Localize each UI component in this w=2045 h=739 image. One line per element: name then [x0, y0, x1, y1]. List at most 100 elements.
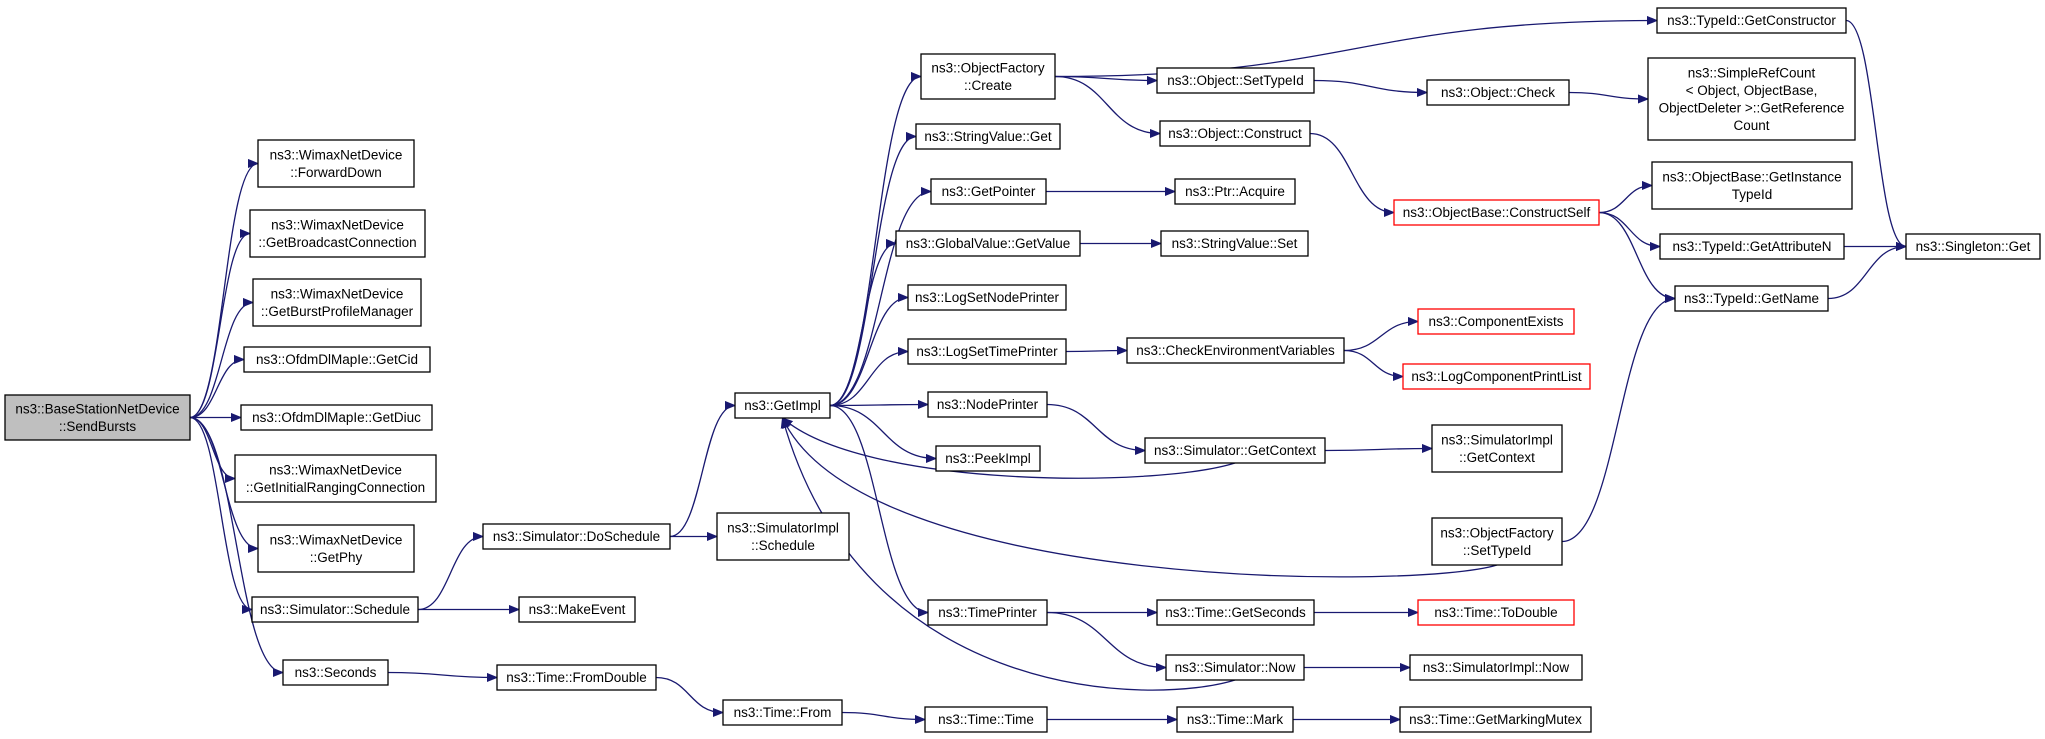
edge-checkenv-to-logcomplist	[1343, 349, 1403, 377]
node-obconstructself[interactable]: ns3::ObjectBase::ConstructSelf	[1393, 199, 1600, 226]
node-makeevent[interactable]: ns3::MakeEvent	[518, 596, 636, 623]
edge-line	[1568, 91, 1648, 100]
node-getpointer[interactable]: ns3::GetPointer	[930, 178, 1047, 205]
node-box	[722, 699, 843, 726]
edge-root-to-simsched	[189, 416, 253, 610]
node-ptracquire[interactable]: ns3::Ptr::Acquire	[1174, 178, 1296, 205]
edge-line	[829, 244, 897, 407]
node-label: ns3::WimaxNetDevice	[269, 462, 402, 477]
node-label: ns3::TimePrinter	[938, 605, 1037, 620]
node-label: ns3::SimulatorImpl::Now	[1423, 660, 1570, 675]
edge-line	[189, 416, 253, 610]
node-timetime[interactable]: ns3::Time::Time	[924, 706, 1048, 733]
node-label: ::ForwardDown	[290, 165, 382, 180]
node-getphy[interactable]: ns3::WimaxNetDevice::GetPhy	[257, 524, 415, 573]
node-tidgetctor[interactable]: ns3::TypeId::GetConstructor	[1656, 7, 1847, 34]
edge-line	[1065, 351, 1127, 352]
node-label: ::GetBroadcastConnection	[258, 235, 416, 250]
node-label: TypeId	[1732, 187, 1773, 202]
node-objsettid[interactable]: ns3::Object::SetTypeId	[1156, 67, 1315, 94]
edge-tidgetname-to-singletonget	[1827, 247, 1906, 300]
node-simimplgetctx[interactable]: ns3::SimulatorImpl::GetContext	[1431, 424, 1563, 473]
node-logcomplist[interactable]: ns3::LogComponentPrintList	[1402, 363, 1591, 390]
node-nodeprinter[interactable]: ns3::NodePrinter	[927, 391, 1048, 418]
node-dosched[interactable]: ns3::Simulator::DoSchedule	[482, 523, 671, 550]
node-singletonget[interactable]: ns3::Singleton::Get	[1905, 233, 2041, 260]
edge-tidgetctor-to-singletonget	[1845, 19, 1907, 247]
node-box	[251, 596, 419, 623]
node-label: ns3::ObjectFactory	[1440, 525, 1554, 540]
node-tidgetattrn[interactable]: ns3::TypeId::GetAttributeN	[1659, 233, 1845, 260]
node-label: ns3::GetPointer	[942, 184, 1036, 199]
node-ofsettid[interactable]: ns3::ObjectFactory::SetTypeId	[1431, 517, 1563, 566]
edge-timeprinter-to-simnow	[1046, 611, 1166, 668]
node-box	[927, 599, 1048, 626]
node-burstpm[interactable]: ns3::WimaxNetDevice::GetBurstProfileMana…	[252, 278, 422, 327]
node-box	[1165, 654, 1305, 681]
edge-simgetctx-to-simimplgetctx	[1324, 449, 1432, 451]
node-timemark[interactable]: ns3::Time::Mark	[1176, 706, 1294, 733]
edge-timefrom-to-timetime	[841, 711, 925, 720]
edge-nodeprinter-to-simgetctx	[1046, 403, 1145, 451]
node-bcast[interactable]: ns3::WimaxNetDevice::GetBroadcastConnect…	[249, 209, 426, 258]
node-box	[1393, 199, 1600, 226]
node-lognode[interactable]: ns3::LogSetNodePrinter	[907, 284, 1067, 311]
edge-line	[1343, 322, 1418, 352]
node-timegetsec[interactable]: ns3::Time::GetSeconds	[1156, 599, 1315, 626]
node-box	[1659, 233, 1845, 260]
node-initrang[interactable]: ns3::WimaxNetDevice::GetInitialRangingCo…	[234, 454, 437, 503]
node-checkenv[interactable]: ns3::CheckEnvironmentVariables	[1126, 337, 1345, 364]
node-ofcreate[interactable]: ns3::ObjectFactory::Create	[920, 53, 1056, 100]
node-getcid[interactable]: ns3::OfdmDlMapIe::GetCid	[243, 346, 431, 373]
node-box	[257, 139, 415, 188]
node-fromdouble[interactable]: ns3::Time::FromDouble	[496, 664, 657, 691]
node-timeprinter[interactable]: ns3::TimePrinter	[927, 599, 1048, 626]
node-box	[1156, 599, 1315, 626]
node-box	[1409, 654, 1583, 681]
edge-getimpl-to-lognode	[829, 298, 908, 407]
node-root[interactable]: ns3::BaseStationNetDevice::SendBursts	[4, 394, 191, 441]
node-label: ns3::WimaxNetDevice	[270, 147, 403, 162]
node-logtime[interactable]: ns3::LogSetTimePrinter	[907, 338, 1067, 365]
node-box	[734, 392, 831, 419]
edge-checkenv-to-compexists	[1343, 322, 1418, 352]
node-simnow[interactable]: ns3::Simulator::Now	[1165, 654, 1305, 681]
node-getdiuc[interactable]: ns3::OfdmDlMapIe::GetDiuc	[240, 404, 433, 431]
node-label: ns3::SimpleRefCount	[1688, 65, 1816, 80]
edge-ofsettid-to-getimpl	[781, 418, 1498, 578]
node-compexists[interactable]: ns3::ComponentExists	[1417, 308, 1575, 335]
node-objcheck[interactable]: ns3::Object::Check	[1426, 79, 1570, 106]
node-tidgetname[interactable]: ns3::TypeId::GetName	[1674, 285, 1829, 312]
node-svset[interactable]: ns3::StringValue::Set	[1160, 230, 1309, 257]
edge-line	[1046, 403, 1145, 451]
nodes-layer: ns3::BaseStationNetDevice::SendBurstsns3…	[4, 7, 2041, 733]
node-simimplsched[interactable]: ns3::SimulatorImpl::Schedule	[716, 512, 850, 561]
node-fwd[interactable]: ns3::WimaxNetDevice::ForwardDown	[257, 139, 415, 188]
node-timetodouble[interactable]: ns3::Time::ToDouble	[1417, 599, 1575, 626]
node-timegetmm[interactable]: ns3::Time::GetMarkingMutex	[1399, 706, 1592, 733]
node-box	[234, 454, 437, 503]
node-simsched[interactable]: ns3::Simulator::Schedule	[251, 596, 419, 623]
node-label: ns3::LogComponentPrintList	[1411, 369, 1582, 384]
node-label: ns3::Singleton::Get	[1916, 239, 2031, 254]
node-label: ns3::Time::From	[734, 705, 832, 720]
node-label: ns3::Simulator::Schedule	[260, 602, 410, 617]
node-timefrom[interactable]: ns3::Time::From	[722, 699, 843, 726]
node-svget[interactable]: ns3::StringValue::Get	[915, 123, 1061, 150]
node-simplerefcount[interactable]: ns3::SimpleRefCount< Object, ObjectBase,…	[1647, 57, 1856, 141]
edge-getimpl-to-timeprinter	[829, 404, 928, 613]
node-gvgetvalue[interactable]: ns3::GlobalValue::GetValue	[895, 230, 1081, 257]
node-simgetctx[interactable]: ns3::Simulator::GetContext	[1144, 437, 1326, 464]
node-label: ns3::GlobalValue::GetValue	[906, 236, 1071, 251]
node-objconstruct[interactable]: ns3::Object::Construct	[1159, 120, 1311, 147]
node-peekimpl[interactable]: ns3::PeekImpl	[935, 445, 1041, 472]
edge-line	[1054, 21, 1657, 78]
node-getimpl[interactable]: ns3::GetImpl	[734, 392, 831, 419]
edge-ofsettid-to-tidgetname	[1561, 299, 1675, 543]
edge-line	[669, 406, 736, 538]
edge-line	[417, 537, 484, 611]
edge-dosched-to-getimpl	[669, 406, 736, 538]
node-simimplnow[interactable]: ns3::SimulatorImpl::Now	[1409, 654, 1583, 681]
node-seconds[interactable]: ns3::Seconds	[282, 659, 389, 686]
